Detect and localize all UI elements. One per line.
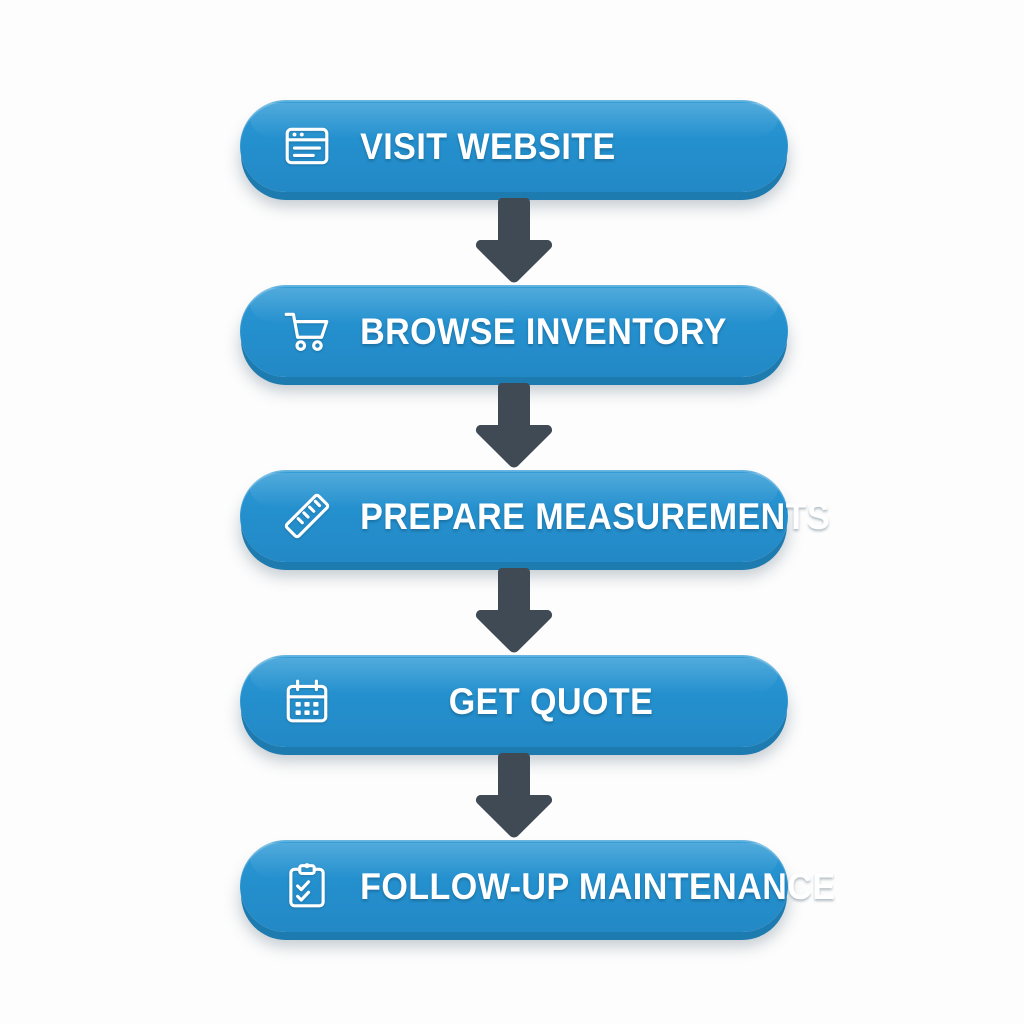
browser-window-icon (276, 115, 338, 177)
flowchart-step-1: VISIT WEBSITE (240, 100, 788, 192)
step-label-2: BROWSE INVENTORY (360, 310, 727, 352)
step-box-2[interactable]: BROWSE INVENTORY (240, 285, 788, 377)
step-box-1[interactable]: VISIT WEBSITE (240, 100, 788, 192)
step-box-5[interactable]: FOLLOW-UP MAINTENANCE (240, 840, 835, 932)
step-label-3: PREPARE MEASUREMENTS (360, 495, 831, 537)
step-label-5: FOLLOW-UP MAINTENANCE (360, 865, 836, 907)
flowchart-step-5: FOLLOW-UP MAINTENANCE (240, 840, 835, 932)
clipboard-check-icon (276, 855, 338, 917)
connector-arrow-3-to-4 (470, 568, 558, 654)
calendar-icon (276, 670, 338, 732)
flowchart-step-2: BROWSE INVENTORY (240, 285, 788, 377)
step-label-1: VISIT WEBSITE (360, 125, 616, 167)
connector-arrow-2-to-3 (470, 383, 558, 469)
step-box-4[interactable]: GET QUOTE (240, 655, 788, 747)
flowchart-step-4: GET QUOTE (240, 655, 788, 747)
shopping-cart-icon (276, 300, 338, 362)
connector-arrow-1-to-2 (470, 198, 558, 284)
ruler-icon (276, 485, 338, 547)
step-label-4: GET QUOTE (448, 680, 654, 722)
step-box-3[interactable]: PREPARE MEASUREMENTS (240, 470, 830, 562)
flowchart-step-3: PREPARE MEASUREMENTS (240, 470, 830, 562)
connector-arrow-4-to-5 (470, 753, 558, 839)
